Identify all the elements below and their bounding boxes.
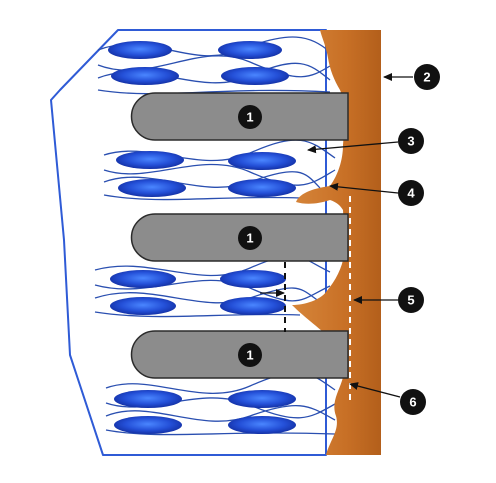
fiber-line: [94, 311, 301, 318]
nucleus-ellipse: [220, 297, 286, 315]
nucleus-ellipse: [114, 416, 182, 434]
nucleus-ellipse: [228, 179, 296, 197]
nucleus-ellipse: [228, 152, 296, 170]
callout-4: 4: [398, 180, 424, 206]
wall-layer: [292, 30, 381, 455]
rod-marker-label: 1: [246, 231, 253, 246]
callout-label: 6: [409, 395, 416, 410]
nucleus-ellipse: [218, 41, 282, 59]
nucleus-ellipse: [116, 151, 184, 169]
rod-marker-1c: 1: [238, 343, 262, 367]
rod-marker-label: 1: [246, 348, 253, 363]
rod-marker-label: 1: [246, 110, 253, 125]
callout-label: 4: [407, 186, 415, 201]
callout-arrows: [307, 73, 413, 398]
callout-3: 3: [398, 128, 424, 154]
nucleus-ellipse: [114, 390, 182, 408]
fiber-line: [103, 194, 301, 201]
rod-marker-1b: 1: [238, 226, 262, 250]
nucleus-ellipse: [108, 41, 172, 59]
callout-arrow-6: [349, 382, 401, 398]
nucleus-ellipse: [111, 67, 179, 85]
nucleus-ellipse: [228, 416, 296, 434]
callout-label: 2: [423, 70, 430, 85]
nucleus-ellipse: [221, 67, 289, 85]
nucleus-ellipse: [220, 270, 286, 288]
nucleus-ellipse: [110, 297, 176, 315]
cell-nuclei: [108, 41, 296, 434]
fiber-line: [103, 163, 336, 186]
nucleus-ellipse: [118, 179, 186, 197]
callout-2: 2: [414, 64, 440, 90]
callout-label: 3: [407, 134, 414, 149]
callout-arrow-4: [329, 182, 399, 194]
nucleus-ellipse: [228, 390, 296, 408]
callout-6: 6: [400, 389, 426, 415]
callout-5: 5: [398, 287, 424, 313]
rod-marker-1a: 1: [238, 105, 262, 129]
fiber-line: [105, 429, 336, 436]
callout-label: 5: [407, 293, 414, 308]
callout-arrow-3: [307, 141, 399, 154]
nucleus-ellipse: [110, 270, 176, 288]
